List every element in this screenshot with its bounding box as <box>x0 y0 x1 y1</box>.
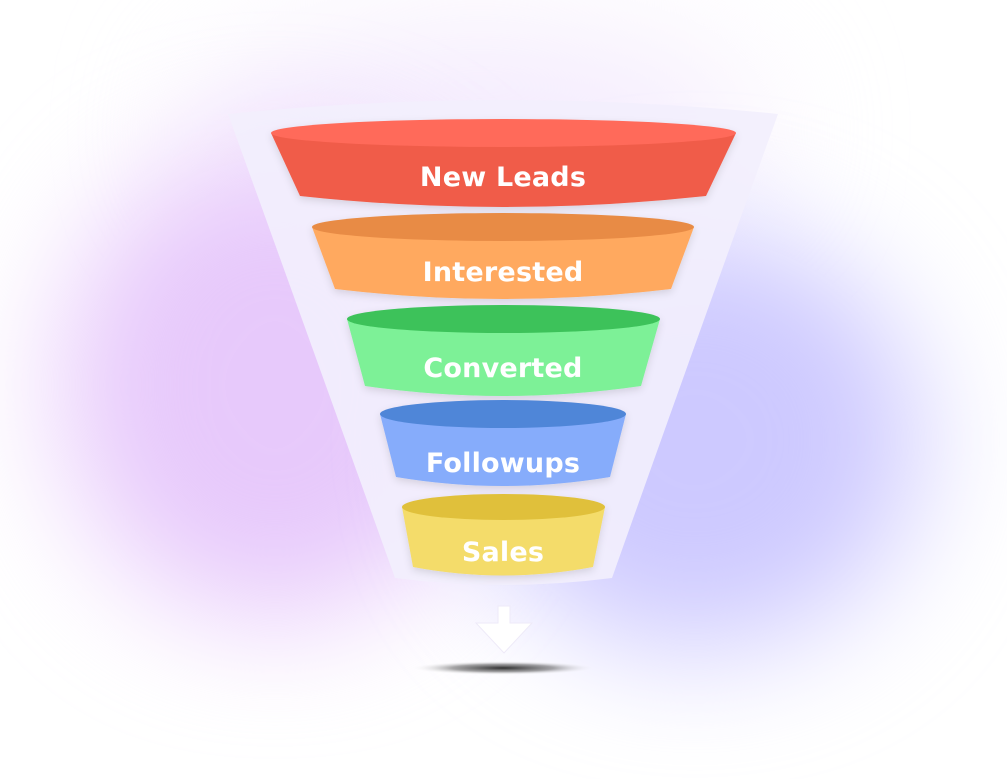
stage-top-rim <box>380 400 626 428</box>
stage-label-interested: Interested <box>423 257 584 288</box>
stage-label-followups: Followups <box>426 448 580 479</box>
stage-top-rim <box>271 119 736 147</box>
stage-label-new-leads: New Leads <box>420 162 586 193</box>
stage-body <box>312 227 694 299</box>
stage-interested: Interested <box>312 213 694 299</box>
stage-top-rim <box>402 494 605 520</box>
stage-followups: Followups <box>380 400 626 486</box>
stage-body <box>347 319 660 396</box>
stage-top-rim <box>312 213 694 241</box>
ground-shadow <box>411 661 595 675</box>
stage-label-converted: Converted <box>423 353 582 384</box>
stage-label-sales: Sales <box>462 537 544 568</box>
stage-sales: Sales <box>402 494 605 576</box>
stage-body <box>380 414 626 486</box>
stage-new-leads: New Leads <box>271 119 736 207</box>
down-arrow-icon <box>474 605 534 654</box>
stage-top-rim <box>347 305 660 333</box>
stage-body <box>271 133 736 207</box>
stage-body <box>402 507 605 576</box>
stage-converted: Converted <box>347 305 660 396</box>
